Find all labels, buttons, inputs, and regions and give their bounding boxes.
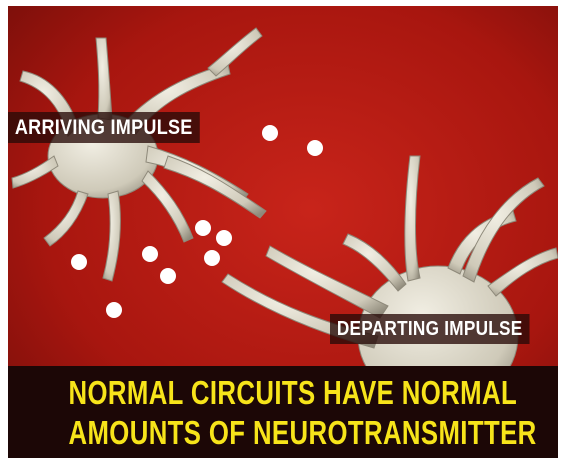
arriving-impulse-label: ARRIVING IMPULSE xyxy=(8,112,199,143)
caption-bar: NORMAL CIRCUITS HAVE NORMAL AMOUNTS OF N… xyxy=(8,366,558,458)
departing-impulse-label: DEPARTING IMPULSE xyxy=(330,314,529,344)
caption-line-2: AMOUNTS OF NEUROTRANSMITTER xyxy=(69,414,498,452)
caption-line-1: NORMAL CIRCUITS HAVE NORMAL xyxy=(69,374,498,412)
neuron-illustration: ARRIVING IMPULSE DEPARTING IMPULSE NORMA… xyxy=(8,6,558,458)
